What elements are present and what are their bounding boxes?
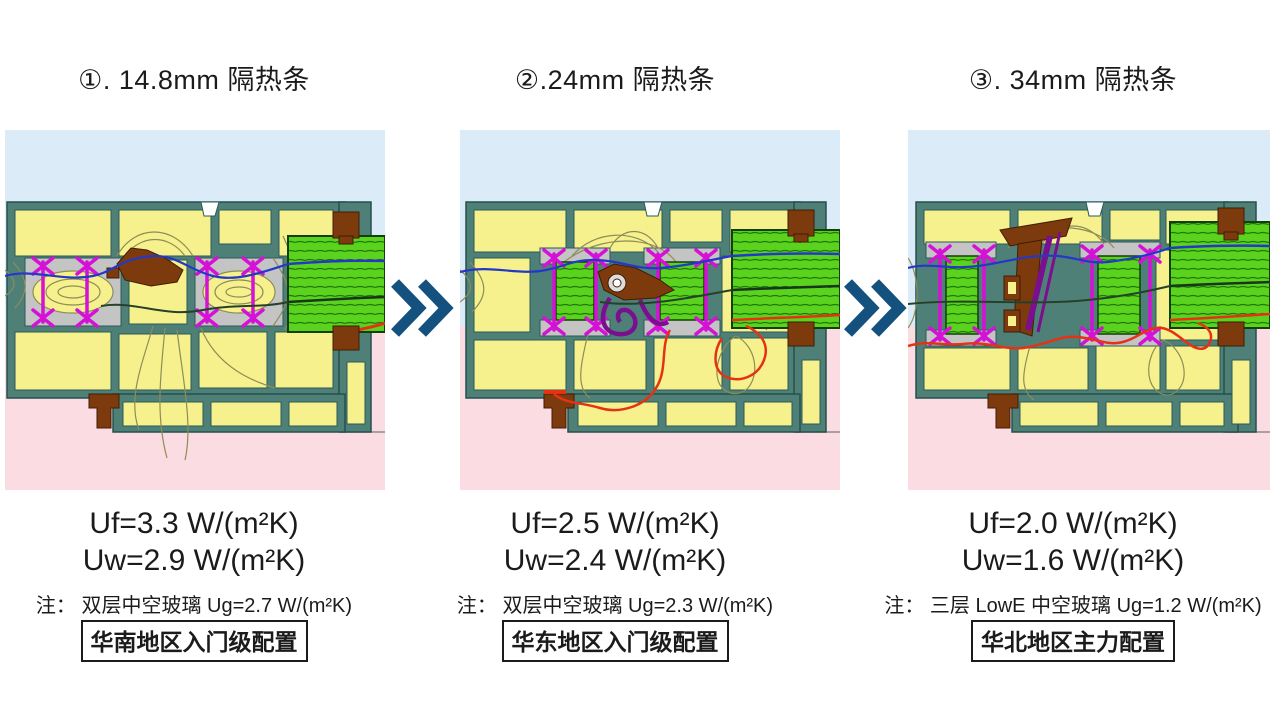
thermal-svg-1	[5, 130, 385, 490]
clamp-top	[1217, 207, 1245, 235]
panel-2-note: 注： 双层中空玻璃 Ug=2.3 W/(m²K)	[456, 595, 774, 617]
bottom-bracket	[987, 393, 1019, 429]
glazing-unit	[731, 229, 840, 329]
hardware	[987, 207, 1245, 429]
isotherm-dark	[100, 301, 289, 314]
glazing-unit	[1169, 221, 1270, 329]
thermal-simulation-image-3	[908, 130, 1270, 490]
panel-1-uw-value: Uw=2.9 W/(m²K)	[82, 544, 306, 577]
bottom-bracket	[88, 393, 120, 429]
panel-2-config-badge: 华东地区入门级配置	[501, 620, 729, 662]
hardware-purple	[1025, 231, 1062, 333]
isotherm-dark-glazing	[731, 284, 840, 292]
isotherm-blue	[5, 254, 289, 279]
clamp-bottom	[1217, 321, 1245, 347]
panel-3-title: ③. 34mm 隔热条	[968, 65, 1178, 95]
isotherm-red	[908, 321, 1213, 350]
hardware	[88, 211, 360, 429]
isotherm-dark	[908, 285, 1171, 305]
panel-1-uf-value: Uf=3.3 W/(m²K)	[89, 507, 299, 540]
isotherm-red-glazing	[731, 313, 840, 322]
isotherm-red	[356, 321, 385, 332]
insulation-strips	[31, 256, 265, 328]
isotherm-dark-glazing	[1169, 280, 1270, 288]
panel-3-uw-value: Uw=1.6 W/(m²K)	[961, 544, 1185, 577]
clamp-bottom	[332, 325, 360, 351]
isotherm-blue-glazing	[731, 252, 840, 258]
isotherm-red	[544, 324, 767, 412]
panel-3-uf-value: Uf=2.0 W/(m²K)	[968, 507, 1178, 540]
drain-notch	[200, 201, 220, 217]
isotherm-dark-glazing	[287, 295, 385, 304]
clamp-top	[787, 209, 815, 237]
drain-notch	[1085, 201, 1105, 217]
hardware	[543, 209, 815, 429]
glazing-unit	[287, 235, 385, 333]
panel-2-uw-value: Uw=2.4 W/(m²K)	[503, 544, 727, 577]
panel-2-uf-value: Uf=2.5 W/(m²K)	[510, 507, 720, 540]
panel-2: ②.24mm 隔热条 Uf=2.5 W/(m²K) Uw=2.4 W/(m²K)…	[432, 0, 798, 720]
contour-lines	[5, 231, 299, 461]
hardware-top-bar	[999, 217, 1073, 247]
glazing-between-strips	[945, 255, 1141, 335]
thermal-svg-2	[460, 130, 840, 490]
thermal-simulation-image-1	[5, 130, 385, 490]
clamp-top	[332, 211, 360, 239]
glazing-between-strips	[555, 261, 705, 321]
hardware-purple	[600, 296, 670, 337]
panel-3-note: 注： 三层 LowE 中空玻璃 Ug=1.2 W/(m²K)	[884, 595, 1262, 617]
panel-3-config-badge: 华北地区主力配置	[971, 620, 1175, 662]
thermal-svg-3	[908, 130, 1270, 490]
drain-notch	[643, 201, 663, 217]
isotherm-blue-glazing	[1169, 244, 1270, 250]
isotherm-red-glazing	[1169, 312, 1270, 322]
panel-1: ①. 14.8mm 隔热条 Uf=3.3 W/(m²K) Uw=2.9 W/(m…	[5, 0, 383, 720]
panel-1-title: ①. 14.8mm 隔热条	[78, 65, 310, 95]
transition-arrow-icon	[390, 276, 454, 340]
panel-1-tag-row: 华南地区入门级配置	[5, 620, 383, 662]
clamp-bottom	[787, 321, 815, 347]
transition-arrow-icon	[843, 276, 907, 340]
panel-2-title: ②.24mm 隔热条	[514, 65, 716, 95]
bottom-bracket	[543, 393, 575, 429]
isotherm-blue	[460, 254, 733, 274]
isotherm-blue-glazing	[287, 259, 385, 266]
isotherm-blue	[908, 246, 1171, 270]
panel-1-config-badge: 华南地区入门级配置	[80, 620, 308, 662]
thermal-simulation-image-2	[460, 130, 840, 490]
panel-2-tag-row: 华东地区入门级配置	[432, 620, 798, 662]
panel-3: ③. 34mm 隔热条 Uf=2.0 W/(m²K) Uw=1.6 W/(m²K…	[882, 0, 1264, 720]
panel-1-note: 注： 双层中空玻璃 Ug=2.7 W/(m²K)	[35, 595, 353, 617]
panel-3-tag-row: 华北地区主力配置	[882, 620, 1264, 662]
isotherm-dark	[599, 289, 733, 305]
